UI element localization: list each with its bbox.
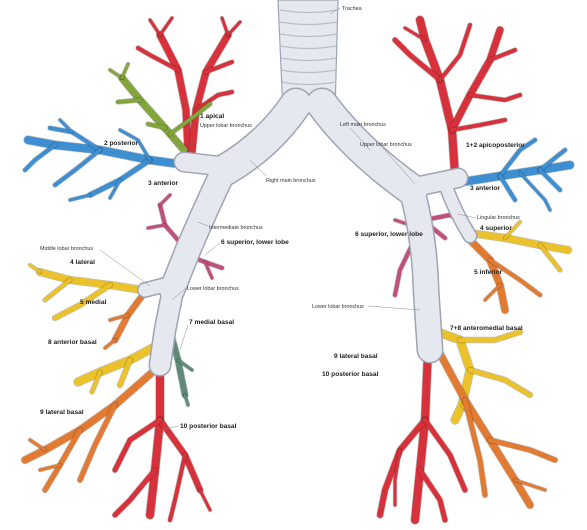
left-anteromedial-basal-segment-branch bbox=[470, 370, 530, 395]
left-anteromedial-basal-segment bbox=[432, 330, 530, 420]
right-posterior-basal-segment-branch bbox=[150, 365, 160, 515]
right-lateral-segment-branch bbox=[40, 272, 142, 290]
left-apicoposterior-segment-branch bbox=[452, 30, 500, 130]
left-anterior-segment bbox=[462, 140, 570, 210]
left-main-bronchus-label: Left main bronchus bbox=[340, 122, 386, 128]
trachea-label: Trachea bbox=[342, 6, 362, 12]
left-upper-lobar-label: Upper lobar bronchus bbox=[360, 142, 412, 148]
right-lateral-basal-label: 9 lateral basal bbox=[40, 409, 84, 416]
right-anterior-segment bbox=[25, 120, 186, 200]
right-medial-basal-label: 7 medial basal bbox=[189, 319, 234, 326]
right-medial-segment bbox=[105, 292, 145, 348]
right-lateral-segment-branch bbox=[45, 280, 70, 300]
left-anterior-label: 3 anterior bbox=[470, 185, 500, 192]
left-anteromedial-basal-label: 7+8 anteromedial basal bbox=[450, 325, 523, 332]
lingular-label: Lingular bronchus bbox=[477, 215, 520, 221]
intermediate-bronchus-label: Intermediate bronchus bbox=[209, 225, 263, 231]
right-superior-lower-lobe-segment-branch bbox=[160, 195, 170, 205]
left-posterior-basal-segment-branch bbox=[425, 420, 465, 490]
left-apicoposterior-segment-branch bbox=[440, 25, 470, 80]
left-apicoposterior-segment-branch bbox=[420, 20, 455, 175]
left-superior-lingular-segment-branch bbox=[470, 233, 568, 250]
right-lateral-basal-segment bbox=[25, 370, 155, 490]
right-posterior-basal-label: 10 posterior basal bbox=[180, 423, 237, 430]
left-lower-lobar-label: Lower lobar bronchus bbox=[312, 304, 364, 310]
left-anteromedial-basal-segment-branch bbox=[460, 332, 520, 340]
right-posterior-basal-segment-branch bbox=[200, 490, 210, 510]
left-anterior-segment-branch bbox=[462, 165, 570, 182]
right-anterior-basal-label: 8 anterior basal bbox=[48, 339, 97, 346]
right-apical-segment-branch bbox=[228, 22, 240, 35]
right-main-bronchus bbox=[225, 104, 296, 170]
right-posterior-basal-segment-branch bbox=[170, 455, 185, 520]
right-main-bronchus-label: Right main bronchus bbox=[266, 178, 316, 184]
right-anterior-segment-branch bbox=[55, 150, 100, 185]
left-superior-label: 6 superior, lower lobe bbox=[355, 231, 423, 238]
left-lower-lobar-bronchus bbox=[412, 190, 430, 350]
middle-lobar-label: Middle lobar bronchus bbox=[40, 246, 93, 252]
right-apical-segment-branch bbox=[150, 20, 160, 35]
left-lateral-basal-label: 9 lateral basal bbox=[334, 353, 378, 360]
superior-lingular-label: 4 superior bbox=[480, 225, 512, 232]
right-lateral-segment bbox=[30, 265, 142, 318]
left-apicoposterior-label: 1+2 apicoposterior bbox=[466, 142, 525, 149]
left-posterior-basal-label: 10 posterior basal bbox=[322, 371, 379, 378]
right-upper-lobar-label: Upper lobar bronchus bbox=[200, 123, 252, 129]
inferior-lingular-label: 5 inferior bbox=[474, 269, 503, 276]
right-anterior-segment-branch bbox=[90, 160, 150, 195]
right-apical-label: 1 apical bbox=[200, 113, 224, 120]
left-posterior-basal-segment-branch bbox=[420, 470, 445, 520]
left-apicoposterior-segment-branch bbox=[470, 95, 520, 100]
right-apical-segment bbox=[138, 18, 240, 152]
left-apicoposterior-segment bbox=[395, 20, 520, 175]
lateral-label: 4 lateral bbox=[70, 259, 95, 266]
right-apical-segment-branch bbox=[160, 18, 172, 35]
right-anterior-segment-branch bbox=[25, 145, 55, 170]
right-anterior-label: 3 anterior bbox=[148, 180, 178, 187]
right-posterior-segment-branch bbox=[118, 100, 140, 102]
right-lower-lobar-label: Lower lobar bronchus bbox=[187, 286, 239, 292]
right-anterior-basal-segment bbox=[78, 345, 158, 392]
right-superior-label: 6 superior, lower lobe bbox=[221, 239, 289, 246]
medial-label: 5 medial bbox=[80, 299, 107, 306]
right-posterior-label: 2 posterior bbox=[104, 140, 139, 147]
right-lateral-basal-segment-branch bbox=[30, 440, 45, 450]
left-lateral-basal-segment bbox=[438, 350, 555, 505]
